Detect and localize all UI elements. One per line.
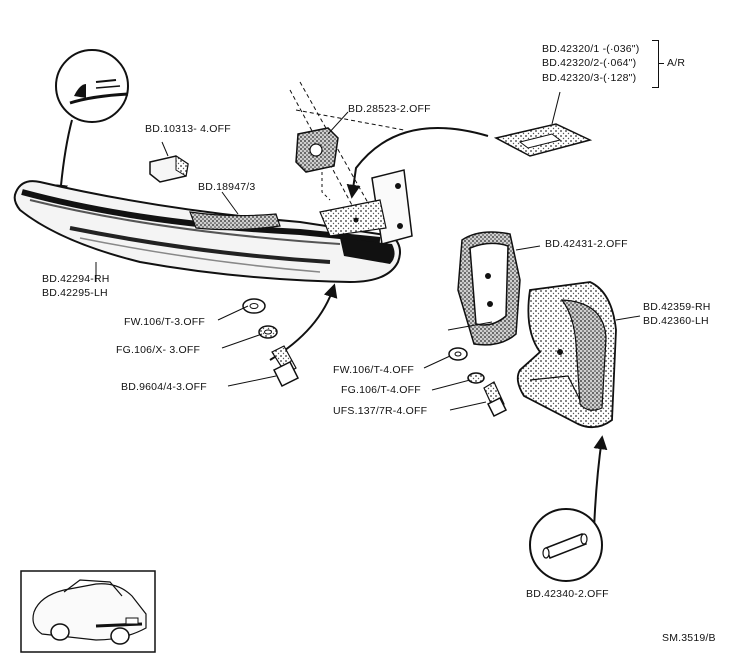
shim-label-2: BD.42320/2-(·064") — [542, 57, 637, 69]
shim-arrow — [346, 126, 489, 199]
seal-label: BD.18947/3 — [198, 181, 256, 193]
pin-detail-magnifier — [529, 435, 608, 582]
rubber-block — [447, 231, 521, 346]
clip-label: BD.28523-2.OFF — [348, 103, 431, 115]
shim-plate — [493, 91, 593, 157]
pin-label: BD.42340-2.OFF — [526, 588, 609, 600]
seal-strip — [189, 191, 281, 231]
reference-label: SM.3519/B — [662, 632, 716, 644]
shim-label-3: BD.42320/3-(·128") — [542, 72, 637, 84]
rubber-block-label: BD.42431-2.OFF — [545, 238, 628, 250]
fw-right-label: FW.106/T-4.OFF — [333, 364, 414, 376]
shim-bracket-tick — [658, 63, 664, 64]
shim-bracket — [652, 40, 659, 88]
fg-right-label: FG.106/T-4.OFF — [341, 384, 421, 396]
bracket-rh-label: BD.42359-RH — [643, 301, 711, 313]
bolt-left-label: BD.9604/4-3.OFF — [121, 381, 207, 393]
shim-label-1: BD.42320/1 -(·036") — [542, 43, 640, 55]
fg-left-label: FG.106/X- 3.OFF — [116, 344, 201, 356]
right-fasteners — [448, 347, 508, 418]
shim-suffix-label: A/R — [667, 57, 686, 69]
body-bracket — [289, 81, 413, 245]
ufs-right-label: UFS.137/7R-4.OFF — [333, 405, 428, 417]
left-fasteners — [242, 298, 300, 388]
pad-label: BD.10313- 4.OFF — [145, 123, 231, 135]
bumper-lh-label: BD.42295-LH — [42, 287, 108, 299]
car-thumbnail-icon — [20, 570, 156, 653]
bumper-rh-label: BD.42294-RH — [42, 273, 110, 285]
bumper-blade — [13, 180, 401, 284]
leader-lines — [95, 245, 641, 411]
fw-left-label: FW.106/T-3.OFF — [124, 316, 205, 328]
rubber-pad — [149, 141, 189, 183]
mounting-bracket — [516, 281, 617, 429]
bracket-lh-label: BD.42360-LH — [643, 315, 709, 327]
magnifier-detail-icon — [53, 49, 129, 199]
clip-part — [295, 111, 349, 201]
